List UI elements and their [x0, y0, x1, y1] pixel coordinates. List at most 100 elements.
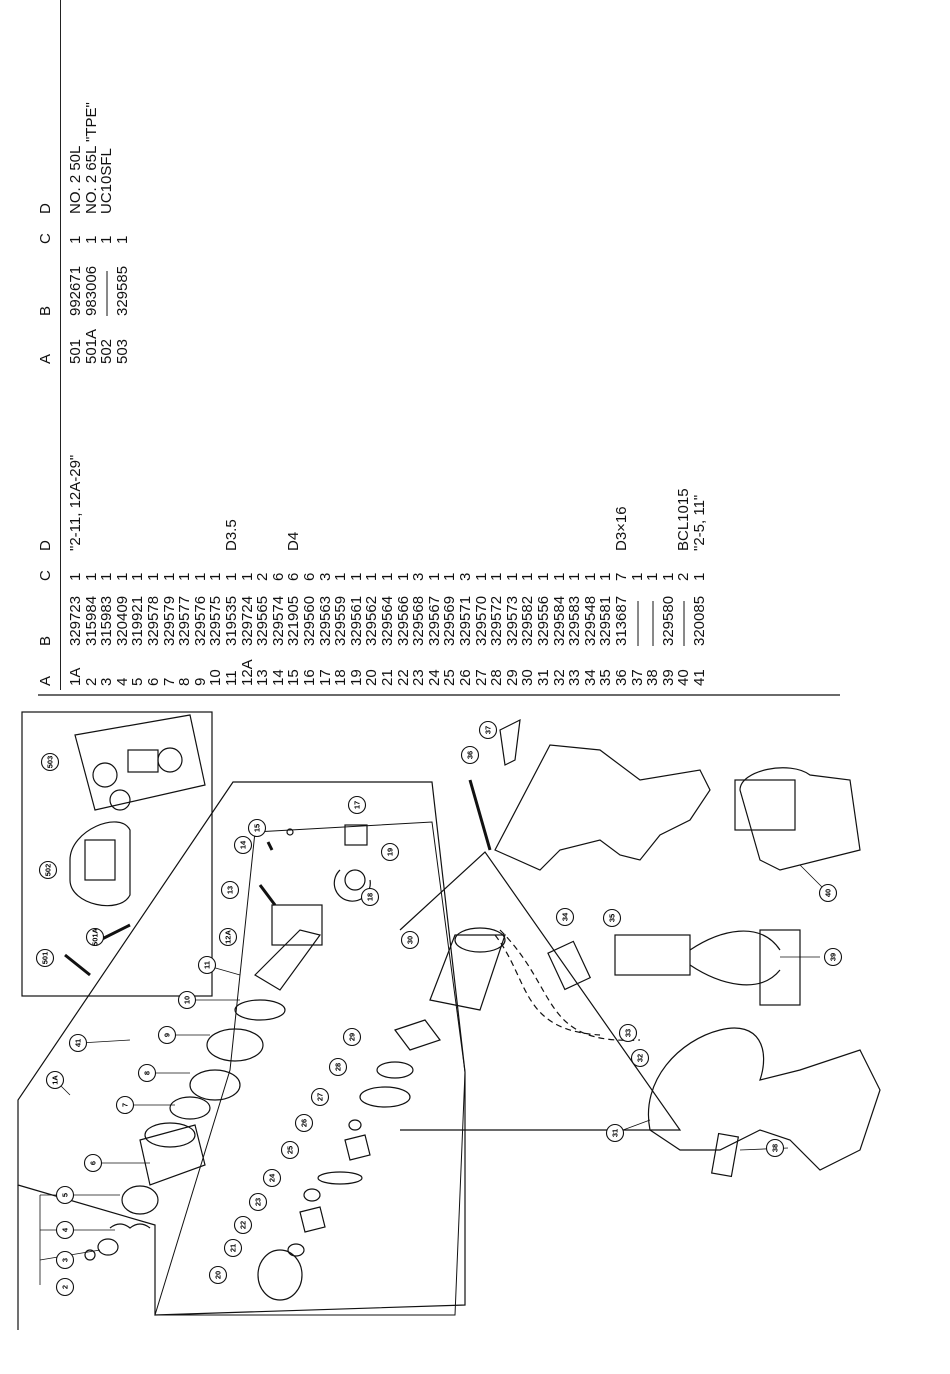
callout-11: 11	[197, 955, 217, 975]
callout-label: 23	[254, 1198, 263, 1206]
callout-label: 19	[386, 848, 395, 856]
callout-502: 502	[38, 860, 58, 880]
case-503	[74, 714, 206, 811]
callout-label: 11	[203, 961, 212, 969]
callout-501a: 501A	[85, 927, 105, 947]
callout-label: 18	[366, 893, 375, 901]
callout-4: 4	[55, 1220, 75, 1240]
callout-label: 36	[466, 751, 475, 759]
callout-30: 30	[400, 930, 420, 950]
callout-label: 2	[61, 1285, 70, 1289]
callout-32: 32	[630, 1048, 650, 1068]
callout-36: 36	[460, 745, 480, 765]
callout-501: 501	[35, 948, 55, 968]
housing-left	[647, 1027, 881, 1178]
callout-label: 27	[316, 1093, 325, 1101]
callout-label: 20	[214, 1271, 223, 1279]
bit-501a	[99, 923, 131, 942]
callout-3: 3	[55, 1250, 75, 1270]
callout-label: 17	[353, 801, 362, 809]
callout-15: 15	[247, 818, 267, 838]
callout-label: 6	[89, 1161, 98, 1165]
callout-5: 5	[55, 1185, 75, 1205]
callout-label: 24	[268, 1173, 277, 1182]
switch-assembly	[547, 929, 801, 1006]
callout-9: 9	[157, 1025, 177, 1045]
callout-21: 21	[223, 1238, 243, 1258]
motor-30	[429, 927, 641, 1041]
callout-18: 18	[360, 887, 380, 907]
callout-label: 13	[226, 886, 235, 894]
housing-right	[468, 718, 711, 871]
callout-22: 22	[233, 1215, 253, 1235]
callout-37: 37	[478, 720, 498, 740]
callout-27: 27	[310, 1087, 330, 1107]
callout-label: 29	[348, 1033, 357, 1041]
callout-19: 19	[380, 842, 400, 862]
callout-28: 28	[328, 1057, 348, 1077]
callout-1a: 1A	[45, 1070, 65, 1090]
callout-40: 40	[818, 883, 838, 903]
callout-label: 41	[74, 1039, 83, 1047]
callout-13: 13	[220, 880, 240, 900]
callout-label: 501	[41, 952, 50, 965]
callout-label: 7	[121, 1103, 130, 1107]
callout-12a: 12A	[218, 927, 238, 947]
callout-label: 32	[636, 1054, 645, 1062]
callout-41: 41	[68, 1033, 88, 1053]
callout-label: 10	[183, 996, 192, 1004]
callout-2: 2	[55, 1277, 75, 1297]
callout-label: 4	[61, 1227, 70, 1232]
gear-inner-outline	[154, 821, 466, 1316]
callout-35: 35	[602, 908, 622, 928]
callout-label: 35	[608, 914, 617, 922]
callout-label: 8	[143, 1071, 152, 1075]
callout-14: 14	[233, 835, 253, 855]
callout-label: 39	[829, 953, 838, 961]
callout-label: 14	[239, 840, 248, 849]
callout-label: 9	[163, 1033, 172, 1037]
charger-502	[69, 821, 131, 907]
callout-20: 20	[208, 1265, 228, 1285]
callout-39: 39	[823, 947, 843, 967]
motor-group-outline	[399, 851, 682, 1131]
callout-label: 31	[611, 1129, 620, 1137]
callout-33: 33	[618, 1023, 638, 1043]
callout-34: 34	[555, 907, 575, 927]
callout-label: 12A	[224, 930, 233, 944]
callout-25: 25	[280, 1140, 300, 1160]
callout-8: 8	[137, 1063, 157, 1083]
callout-6: 6	[83, 1153, 103, 1173]
chuck-parts	[84, 824, 441, 1301]
callout-label: 15	[253, 824, 262, 832]
callout-label: 21	[229, 1244, 238, 1252]
callout-label: 22	[239, 1221, 248, 1229]
callout-label: 502	[44, 864, 53, 877]
callout-7: 7	[115, 1095, 135, 1115]
bit-501	[64, 953, 91, 977]
callout-29: 29	[342, 1027, 362, 1047]
callout-503: 503	[40, 752, 60, 772]
callout-label: 30	[406, 936, 415, 944]
callout-17: 17	[347, 795, 367, 815]
battery-40	[734, 767, 861, 871]
callout-label: 26	[300, 1119, 309, 1127]
callout-10: 10	[177, 990, 197, 1010]
callout-label: 5	[61, 1193, 70, 1197]
callout-label: 28	[334, 1063, 343, 1071]
callout-label: 1A	[51, 1075, 60, 1085]
callout-26: 26	[294, 1113, 314, 1133]
callout-label: 38	[771, 1144, 780, 1152]
callout-31: 31	[605, 1123, 625, 1143]
callout-label: 34	[561, 912, 570, 921]
callout-23: 23	[248, 1192, 268, 1212]
callout-label: 3	[61, 1258, 70, 1262]
callout-label: 501A	[91, 927, 100, 946]
callout-label: 40	[824, 889, 833, 897]
callout-label: 503	[46, 756, 55, 769]
callout-label: 33	[624, 1029, 633, 1037]
callout-label: 37	[484, 726, 493, 734]
callout-label: 25	[286, 1146, 295, 1154]
